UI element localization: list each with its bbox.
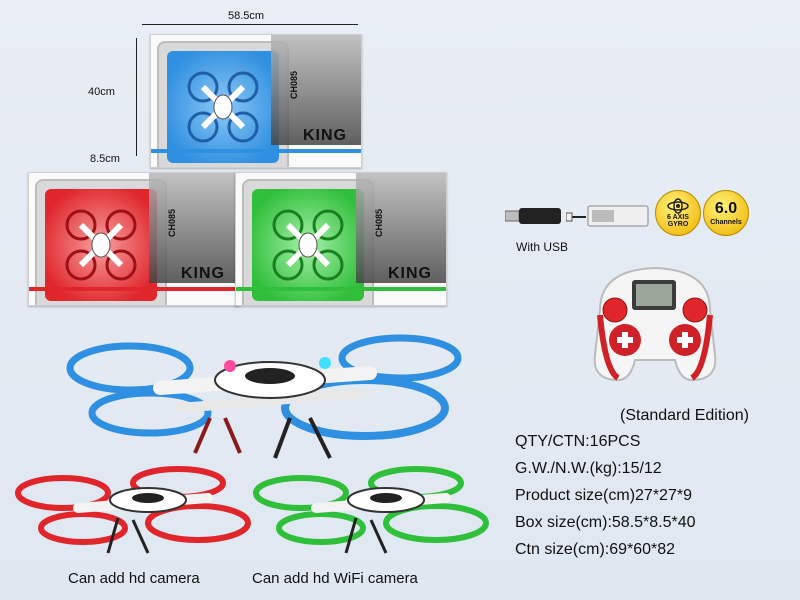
drone-blue-large [66,334,462,459]
spec-qty: QTY/CTN:16PCS [515,433,641,450]
box-window [35,179,167,305]
box-stripe [236,287,446,291]
product-box-blue: KING CH085 [150,34,362,168]
drone-icon [187,71,259,143]
box-stripe [29,287,239,291]
drone-icon [272,209,344,281]
box-window [242,179,374,305]
depth-dimension-label: 8.5cm [90,153,120,165]
drone-icon [65,209,137,281]
spec-weight: G.W./N.W.(kg):15/12 [515,460,662,477]
gyro-badge: 6 AXIS GYRO [655,190,701,236]
caption-hd-camera: Can add hd camera [68,570,200,587]
box-stripe [151,149,361,153]
box-brand: KING [181,265,225,282]
box-model: CH085 [167,208,177,237]
gyro-badge-line2: GYRO [667,221,689,228]
edition-label: (Standard Edition) [620,407,749,424]
spec-ctn-size: Ctn size(cm):69*60*82 [515,541,676,558]
spec-product-size: Product size(cm)27*27*9 [515,487,692,504]
product-box-green: KING CH085 [235,172,447,306]
city-graphic [271,35,361,145]
box-window [157,41,289,167]
spec-box-size: Box size(cm):58.5*8.5*40 [515,514,696,531]
city-graphic [356,173,446,283]
drone-green-small [253,466,489,554]
channels-badge: 6.0 Channels [703,190,749,236]
gyro-icon [667,198,689,214]
battery-icon [566,205,649,227]
height-dimension-line [136,38,137,156]
city-graphic [149,173,239,283]
height-dimension-label: 40cm [88,86,115,98]
gyro-badge-line1: 6 AXIS [667,214,689,221]
usb-charger-icon [505,208,561,224]
caption-wifi-camera: Can add hd WiFi camera [252,570,418,587]
box-brand: KING [388,265,432,282]
box-model: CH085 [289,70,299,99]
remote-controller-icon [593,266,717,382]
box-brand: KING [303,127,347,144]
usb-label: With USB [516,240,569,254]
width-dimension-label: 58.5cm [228,10,265,22]
drone-red-small [15,466,251,554]
channels-value: 6.0 [714,199,738,217]
channels-label: Channels [710,218,742,226]
width-dimension-line [142,24,358,25]
product-box-red: KING CH085 [28,172,240,306]
box-model: CH085 [374,208,384,237]
